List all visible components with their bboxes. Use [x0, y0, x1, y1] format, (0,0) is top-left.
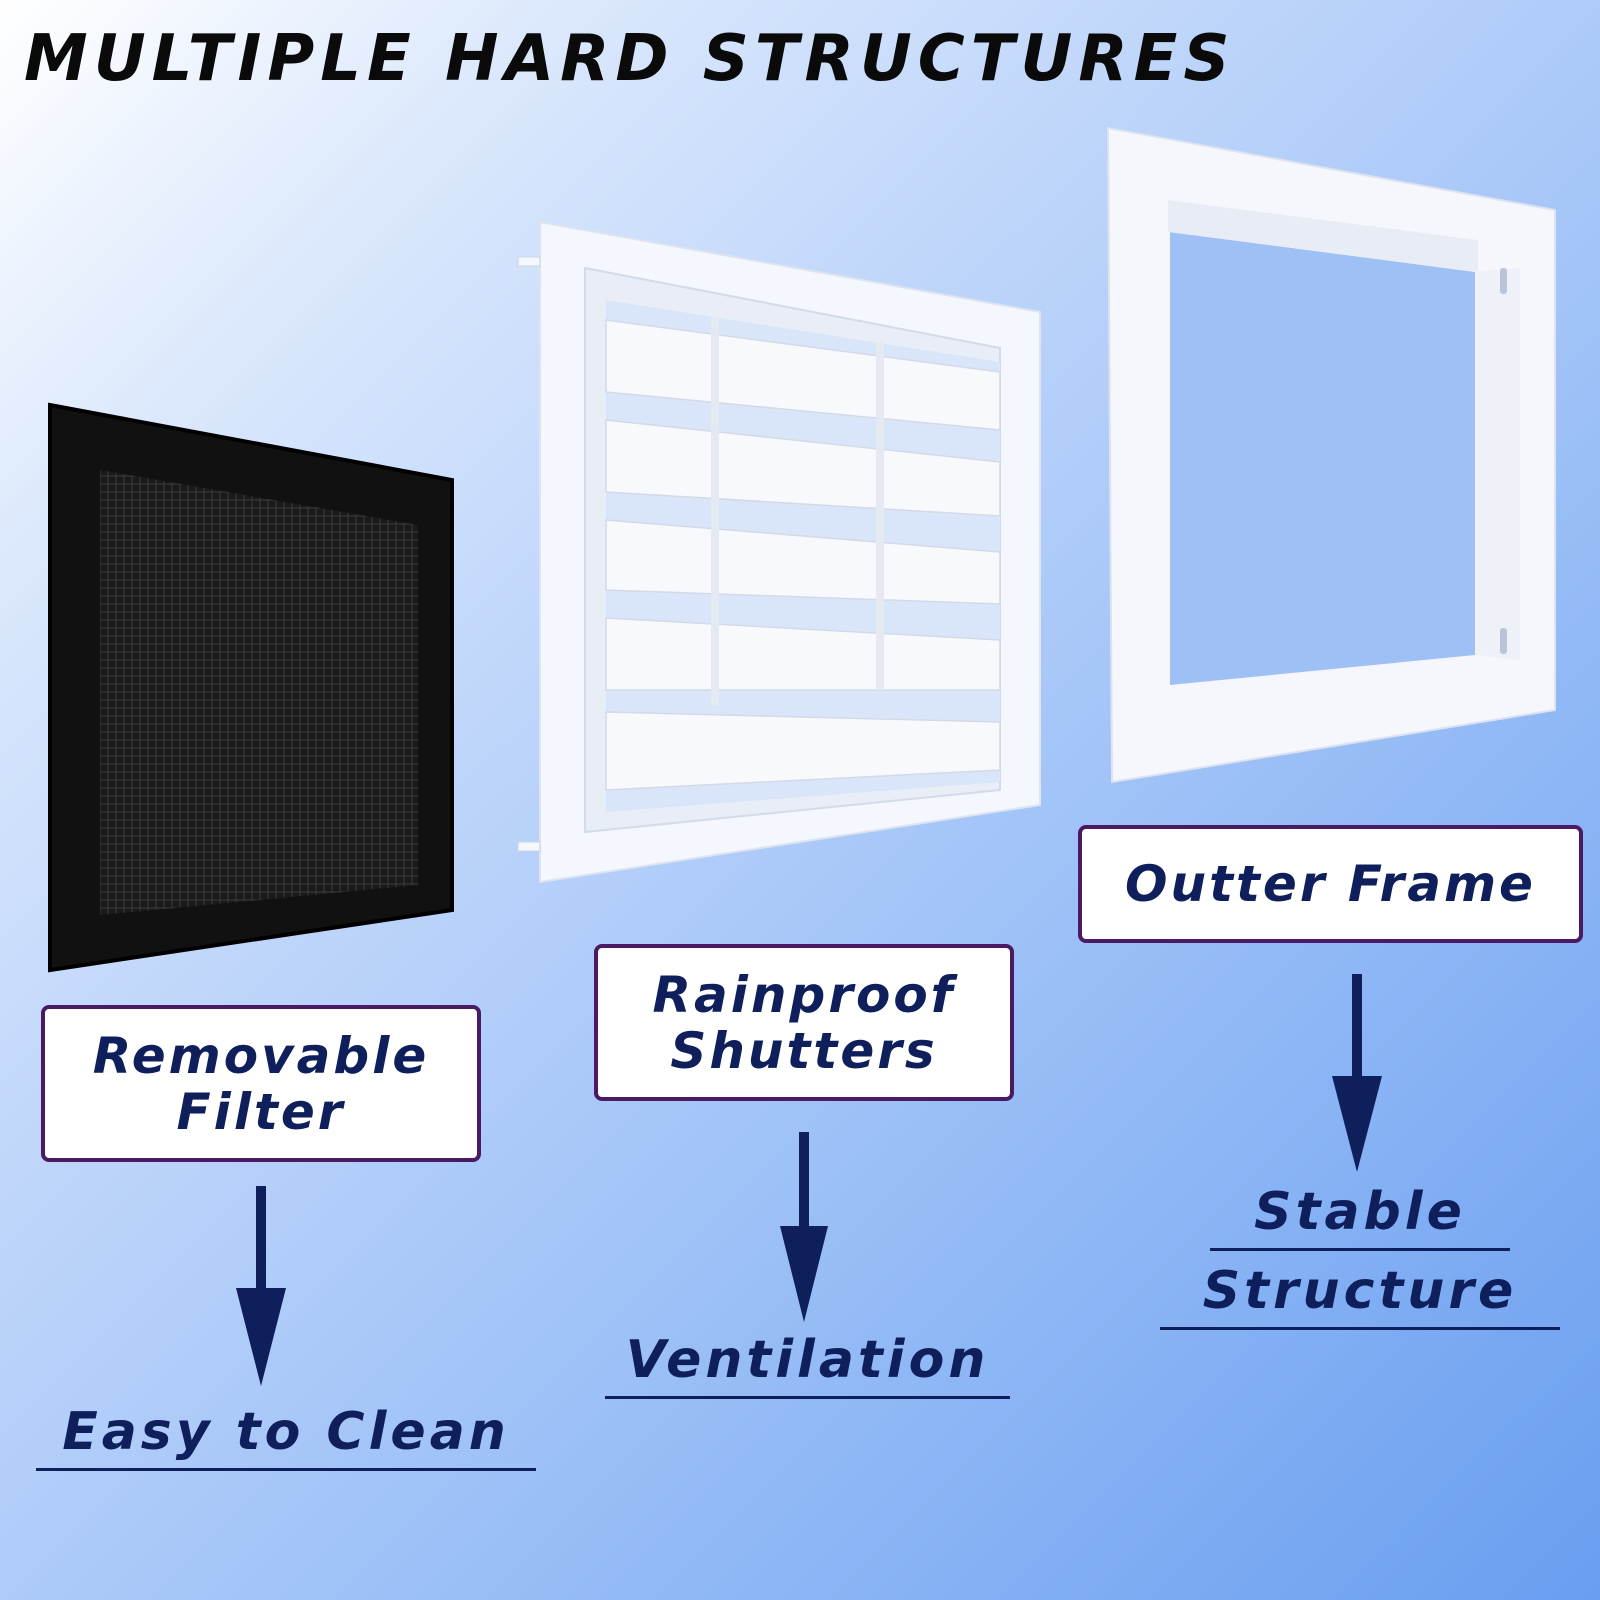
arrows	[236, 974, 1382, 1386]
label-line: Outter Frame	[1125, 855, 1536, 913]
frame-image	[1106, 126, 1556, 784]
label-line: Filter	[176, 1082, 346, 1141]
benefit-easy-to-clean: Easy to Clean	[36, 1402, 536, 1471]
removable-filter-label: Removable Filter	[41, 1005, 481, 1162]
filter-image	[48, 402, 454, 973]
label-line: Shutters	[670, 1021, 938, 1080]
benefit-ventilation: Ventilation	[605, 1330, 1010, 1399]
outter-frame-label: Outter Frame	[1078, 825, 1583, 943]
label-line: Removable	[92, 1026, 430, 1085]
arrow-down-icon	[1332, 974, 1382, 1172]
rainproof-shutters-label: Rainproof Shutters	[594, 944, 1014, 1101]
label-line: Rainproof	[652, 965, 956, 1024]
shutter-image	[517, 220, 1041, 884]
arrow-down-icon	[236, 1186, 286, 1386]
page-title: MULTIPLE HARD STRUCTURES	[24, 22, 1236, 96]
arrow-down-icon	[780, 1132, 828, 1322]
benefit-stable-structure: Stable Structure	[1160, 1182, 1560, 1330]
